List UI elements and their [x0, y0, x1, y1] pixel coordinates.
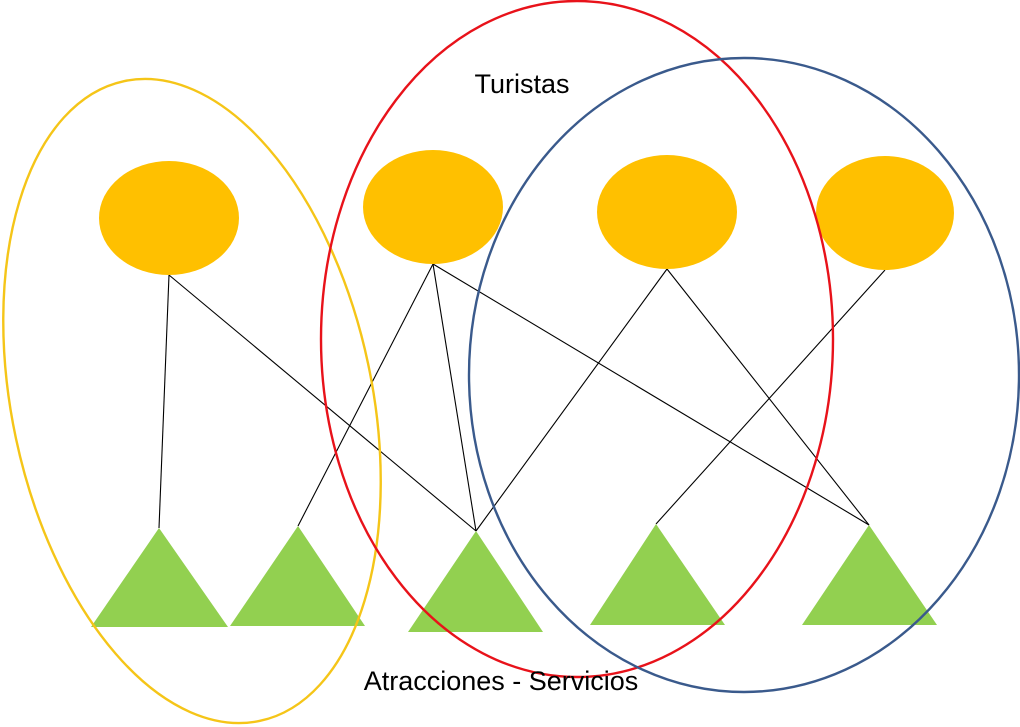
edges-layer [158, 263, 886, 532]
edge-t2-a3 [432, 263, 477, 532]
attraction-node-1 [91, 528, 228, 627]
attraction-node-3 [408, 531, 543, 632]
tourists-layer [99, 150, 954, 275]
attractions-layer [91, 524, 937, 632]
edge-t4-a4 [655, 269, 886, 525]
tourist-node-4 [816, 156, 954, 270]
edge-t1-a3 [168, 274, 477, 532]
group-ellipse-red [319, 0, 835, 679]
bottom-label: Atracciones - Servicios [364, 666, 639, 696]
attraction-node-4 [590, 524, 725, 625]
edge-t2-a2 [297, 263, 434, 527]
attraction-node-5 [802, 525, 937, 625]
tourist-node-2 [363, 150, 503, 264]
edge-t2-a5 [432, 263, 870, 526]
attraction-node-2 [230, 526, 365, 626]
group-ellipse-yellow [2, 77, 382, 725]
tourist-node-1 [99, 161, 239, 275]
edge-t3-a5 [666, 268, 870, 526]
edge-t3-a3 [475, 268, 668, 532]
tourist-node-3 [597, 155, 737, 269]
edge-t1-a1 [158, 274, 170, 529]
top-label: Turistas [474, 69, 569, 99]
group-ellipse-blue [467, 56, 1020, 694]
